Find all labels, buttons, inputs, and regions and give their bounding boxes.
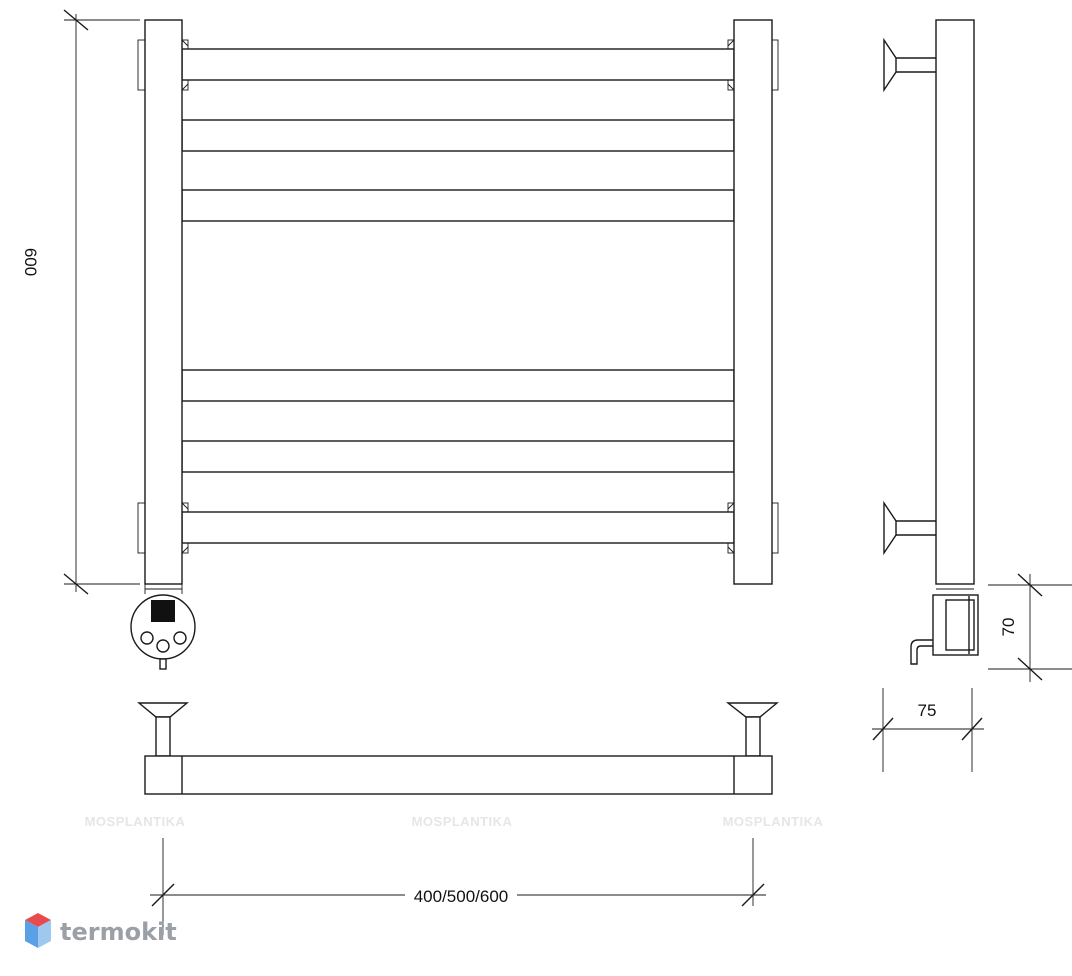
- side-collector: [935, 19, 975, 585]
- watermark: MOSPLANTIKA: [412, 814, 513, 829]
- watermark: MOSPLANTIKA: [85, 814, 186, 829]
- height-dimension: 600: [21, 9, 140, 595]
- top-mount-left: [137, 702, 189, 757]
- depth-dimension: 75: [872, 688, 984, 772]
- watermark: MOSPLANTIKA: [723, 814, 824, 829]
- height-label: 600: [21, 248, 40, 276]
- side-view: 70 75: [872, 19, 1072, 772]
- width-label: 400/500/600: [414, 887, 509, 906]
- termokit-logo: termokit: [25, 913, 177, 948]
- thermostat-height-label: 70: [999, 618, 1018, 637]
- top-view: 400/500/600: [137, 702, 779, 935]
- depth-label: 75: [918, 701, 937, 720]
- crossbars: [181, 48, 735, 544]
- side-bracket-lower: [883, 500, 936, 556]
- top-mount-right: [725, 702, 779, 757]
- watermarks: MOSPLANTIKA MOSPLANTIKA MOSPLANTIKA: [85, 814, 824, 829]
- thermostat-control: [130, 594, 196, 670]
- logo-text: termokit: [60, 918, 177, 946]
- right-collector: [733, 19, 773, 585]
- front-view: 600: [21, 9, 779, 670]
- display-icon: [151, 600, 175, 622]
- left-collector: [144, 19, 183, 585]
- thermostat-height-dimension: 70: [988, 573, 1072, 682]
- side-thermostat: [910, 594, 979, 665]
- top-body: [144, 755, 773, 795]
- cube-logo-icon: [25, 913, 51, 948]
- width-dimension: 400/500/600: [150, 838, 766, 935]
- side-bracket-upper: [883, 37, 936, 93]
